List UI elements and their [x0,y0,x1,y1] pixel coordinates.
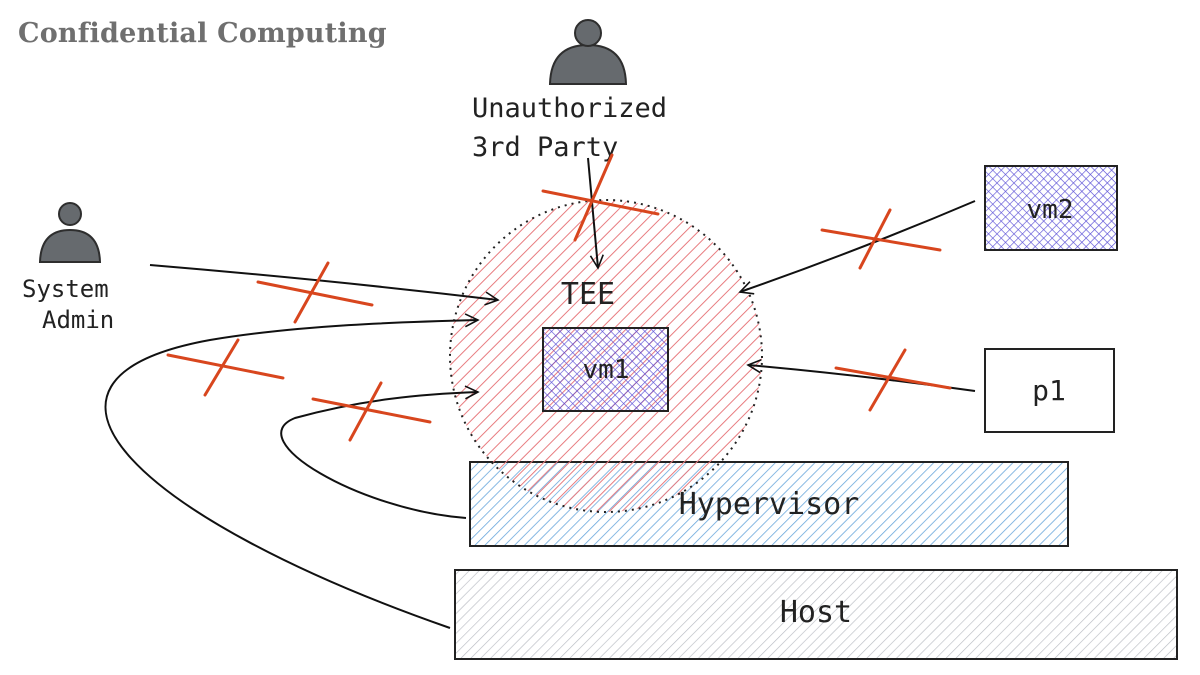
hypervisor-label: Hypervisor [679,487,860,522]
admin-label-line2: Admin [42,306,114,334]
vm2-box: vm2 [984,165,1118,251]
vm2-to-tee-arrow [740,200,976,292]
hypervisor-box: Hypervisor [469,461,1069,547]
vm1-label: vm1 [583,355,630,385]
admin-person-icon [38,202,102,263]
blocked-mark-hypervisor [311,381,432,442]
blocked-mark-p1 [834,348,952,412]
third-party-person-icon [548,19,628,85]
host-box: Host [454,569,1178,660]
p1-label: p1 [1032,374,1066,407]
third-party-label-line2: 3rd Party [472,132,618,163]
admin-label-line1: System [22,275,109,303]
admin-to-tee-arrow [149,264,498,300]
vm1-box: vm1 [542,327,669,412]
blocked-mark-third-party [541,153,660,242]
blocked-mark-vm2 [820,208,942,270]
third-party-to-tee-arrow [587,157,598,268]
blocked-mark-admin [256,261,374,324]
hypervisor-to-tee-arrow [280,392,478,519]
blocked-mark-host [166,338,285,397]
page-title: Confidential Computing [18,18,387,49]
tee-label: TEE [561,277,615,312]
third-party-label-line1: Unauthorized [472,93,667,124]
host-to-tee-arrow [104,320,478,629]
p1-box: p1 [984,348,1115,433]
vm2-label: vm2 [1027,195,1074,225]
host-label: Host [780,595,852,630]
